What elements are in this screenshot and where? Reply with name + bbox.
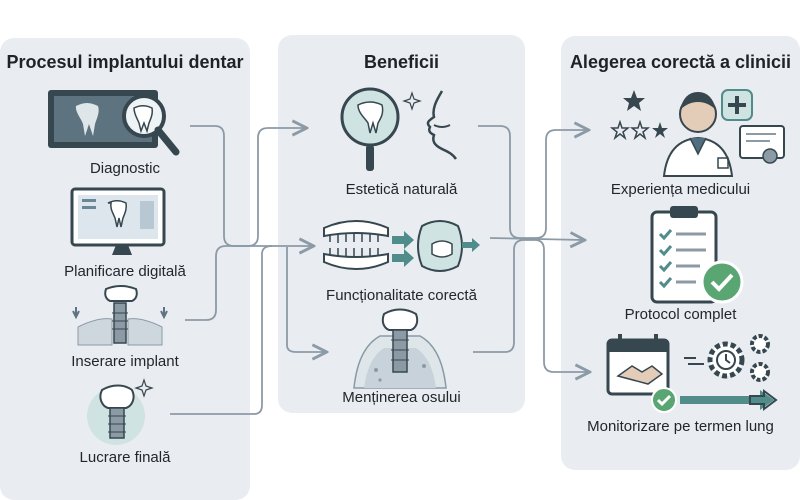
benefit-mentinere-label: Menținerea osului — [342, 389, 461, 406]
clipboard-checklist-icon — [650, 206, 744, 304]
arrow-lucrare-to-benefits — [170, 245, 273, 415]
arrow-process-to-benefits-low — [286, 247, 325, 352]
step-diagnostic-label: Diagnostic — [89, 160, 161, 177]
implant-insertion-icon — [72, 285, 168, 346]
clinic-experienta-label: Experiența medicului — [610, 181, 751, 198]
chewing-jaw-icon — [323, 220, 480, 272]
process-title: Procesul implantului dentar — [6, 52, 244, 72]
step-inserare-label: Inserare implant — [71, 353, 179, 370]
handshake-gears-icon — [606, 334, 778, 413]
doctor-rating-icon — [610, 89, 785, 177]
arrow-benefits-to-clinic-mid — [489, 238, 583, 240]
clinic-monitorizare-label: Monitorizare pe termen lung — [587, 418, 774, 435]
arrow-process-to-benefits-mid — [185, 246, 312, 321]
implant-crown-icon — [87, 378, 154, 445]
benefit-estetica-label: Estetică naturală — [345, 181, 458, 198]
arrow-benefits-to-clinic-low — [473, 239, 588, 372]
bone-implant-icon — [353, 308, 447, 389]
benefit-functionalitate-label: Funcționalitate corectă — [326, 287, 477, 304]
clinic-title: Alegerea corectă a clinicii — [569, 52, 792, 72]
mirror-smile-icon — [340, 87, 458, 171]
step-planificare-label: Planificare digitală — [64, 263, 186, 280]
benefits-title: Beneficii — [363, 52, 440, 72]
step-lucrare-label: Lucrare finală — [79, 449, 171, 466]
xray-magnifier-icon — [48, 90, 180, 156]
monitor-tooth-icon — [70, 187, 166, 255]
clinic-protocol-label: Protocol complet — [624, 306, 737, 323]
